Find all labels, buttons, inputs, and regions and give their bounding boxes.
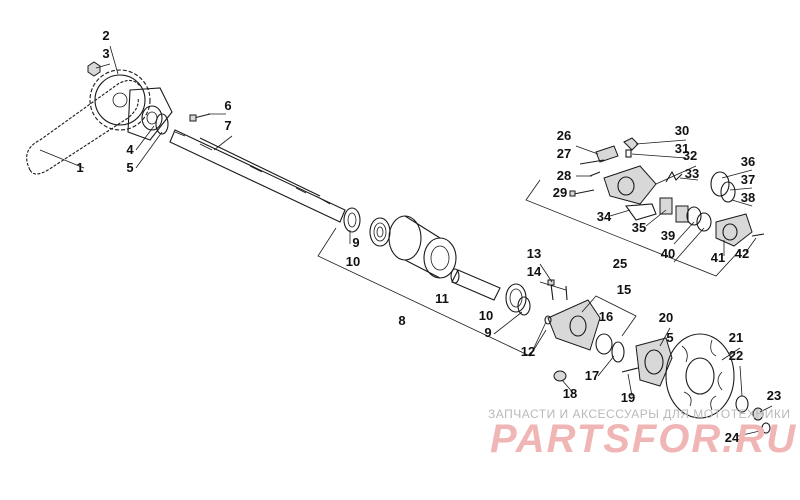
callout-c5b: 5 — [666, 330, 673, 345]
bearing-10b — [505, 283, 527, 313]
seal-9b — [517, 296, 531, 316]
o-ring-16 — [595, 333, 613, 355]
callout-c14: 14 — [527, 264, 542, 279]
callout-c20: 20 — [659, 310, 673, 325]
callout-c30: 30 — [675, 123, 689, 138]
callout-c13: 13 — [527, 246, 541, 261]
callout-c3: 3 — [102, 46, 109, 61]
bolt-6 — [189, 113, 211, 122]
callout-c24: 24 — [725, 430, 740, 445]
caliper-assembly-bracket — [525, 179, 741, 277]
callout-c17: 17 — [585, 368, 599, 383]
callout-c12: 12 — [521, 344, 535, 359]
axle-housing — [388, 215, 457, 279]
callout-c36: 36 — [741, 154, 755, 169]
axle-assembly-bracket — [317, 227, 547, 357]
callout-c42: 42 — [735, 246, 749, 261]
callout-c27: 27 — [557, 146, 571, 161]
watermark-brand: PARTSFOR.RU — [490, 417, 797, 461]
brake-pad-35 — [659, 197, 689, 223]
caliper-body — [603, 165, 657, 205]
o-ring-17 — [611, 341, 625, 363]
callout-c28: 28 — [557, 168, 571, 183]
callout-c19: 19 — [621, 390, 635, 405]
bolt-19 — [621, 367, 639, 373]
bolt-13 — [547, 279, 555, 301]
callout-c10b: 10 — [479, 308, 493, 323]
callout-c29: 29 — [553, 185, 567, 200]
callout-c25: 25 — [613, 256, 627, 271]
callout-c40: 40 — [661, 246, 675, 261]
callout-c35: 35 — [632, 220, 646, 235]
nut-23 — [752, 407, 764, 421]
callout-c23: 23 — [767, 388, 781, 403]
hub-ring — [155, 113, 169, 135]
brake-pad-26 — [595, 145, 619, 163]
callout-c32: 32 — [683, 148, 697, 163]
seal-9a — [343, 207, 361, 233]
watermark-caption: ЗАПЧАСТИ И АКСЕССУАРЫ ДЛЯ МОТОТЕХНИКИ — [488, 407, 790, 421]
brake-disc — [665, 333, 735, 419]
sprocket — [89, 69, 151, 131]
callout-c1: 1 — [76, 160, 83, 175]
callout-c5a: 5 — [126, 160, 133, 175]
callout-c41: 41 — [711, 250, 725, 265]
callout-c38: 38 — [741, 190, 755, 205]
callout-c16: 16 — [599, 309, 613, 324]
cotter-24 — [761, 422, 771, 434]
callout-c4: 4 — [126, 142, 134, 157]
callout-c9b: 9 — [484, 325, 491, 340]
callout-c10a: 10 — [346, 254, 360, 269]
callout-c2: 2 — [102, 28, 109, 43]
callout-c9a: 9 — [352, 235, 359, 250]
nut-18 — [553, 370, 567, 382]
bracket-15 — [581, 295, 637, 337]
callout-c11: 11 — [435, 291, 449, 306]
callout-c31: 31 — [675, 141, 689, 156]
callout-c26: 26 — [557, 128, 571, 143]
callout-c7: 7 — [224, 118, 231, 133]
callout-c21: 21 — [729, 330, 743, 345]
bolt-14 — [565, 285, 568, 301]
callout-c18: 18 — [563, 386, 577, 401]
callout-c33: 33 — [685, 166, 699, 181]
callout-c22: 22 — [729, 348, 743, 363]
bolt-29 — [569, 189, 595, 197]
callout-c37: 37 — [741, 172, 755, 187]
piston-seals-36-38 — [710, 171, 736, 203]
callout-c39: 39 — [661, 228, 675, 243]
caliper-half-41 — [715, 213, 753, 247]
callout-c8: 8 — [398, 313, 405, 328]
callout-c34: 34 — [597, 209, 612, 224]
axle-shaft — [169, 129, 346, 223]
callout-c15: 15 — [617, 282, 631, 297]
drive-chain — [26, 79, 141, 175]
sprocket-nut — [87, 61, 101, 77]
piston-seals-39-40 — [686, 206, 712, 232]
leader-lines — [39, 45, 773, 437]
spring-28 — [589, 171, 601, 177]
bolt-42 — [751, 233, 765, 237]
pin-27 — [579, 159, 605, 165]
callout-c6: 6 — [224, 98, 231, 113]
bearing-10a — [369, 217, 391, 247]
shim-34 — [624, 203, 657, 221]
spacer-tube — [450, 268, 501, 301]
caliper-bracket — [544, 299, 601, 351]
